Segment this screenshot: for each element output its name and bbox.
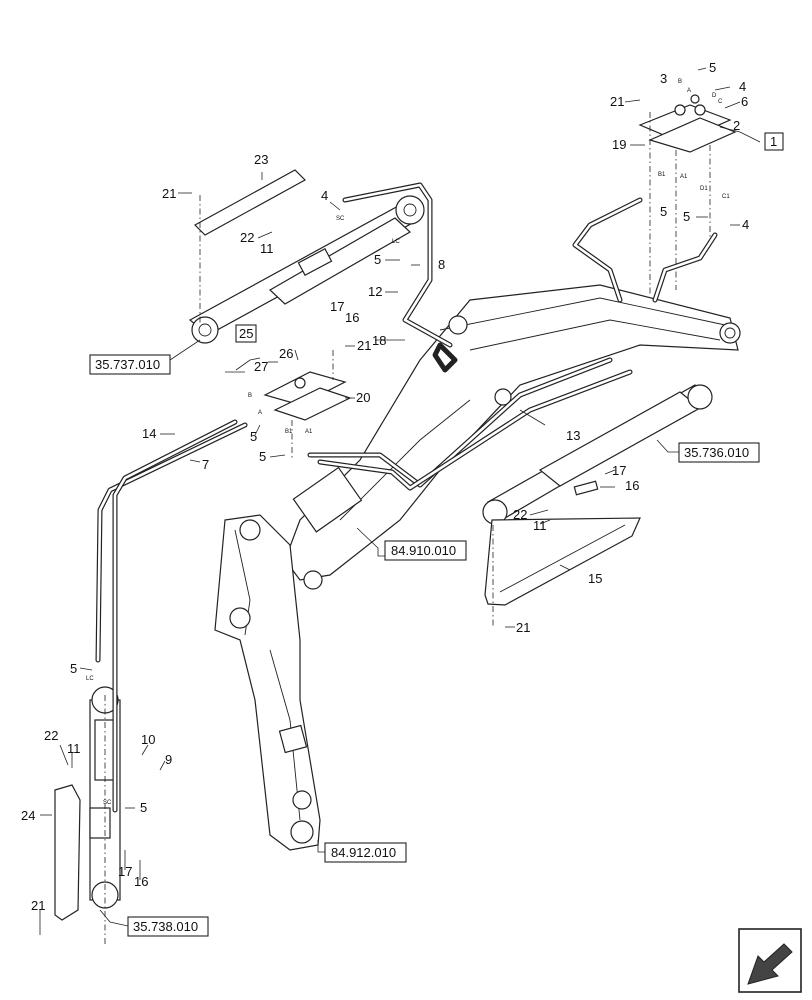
callout-1: 1 xyxy=(770,134,777,149)
port-mark-a-middle: A xyxy=(258,410,262,416)
callout-labels: 23 21 4 22 11 5 8 12 17 16 18 21 26 27 2… xyxy=(21,60,749,913)
bucket-cylinder-left xyxy=(54,686,121,945)
callout-11-a: 11 xyxy=(260,241,274,256)
callout-14: 14 xyxy=(142,426,156,441)
callout-2: 2 xyxy=(733,118,740,133)
callout-8: 8 xyxy=(438,257,445,272)
port-mark-c-upper: C xyxy=(718,99,723,105)
callout-21-e: 21 xyxy=(31,898,45,913)
reference-35-736-010: 35.736.010 xyxy=(684,445,749,460)
port-mark-b-upper: B xyxy=(678,79,682,85)
callout-21-b: 21 xyxy=(357,338,371,353)
port-mark-a1-upper: A1 xyxy=(680,174,688,180)
callout-5-f: 5 xyxy=(683,209,690,224)
callout-3: 3 xyxy=(660,71,667,86)
callout-4-a: 4 xyxy=(321,188,328,203)
port-mark-c1-upper: C1 xyxy=(722,194,730,200)
callout-11-c: 11 xyxy=(67,741,81,756)
port-mark-a-upper: A xyxy=(687,88,691,94)
port-mark-a1-middle: A1 xyxy=(305,429,313,435)
port-mark-b1-middle: B1 xyxy=(285,429,293,435)
callout-19: 19 xyxy=(612,137,626,152)
callout-13: 13 xyxy=(566,428,580,443)
callout-22-c: 22 xyxy=(44,728,58,743)
hydraulic-hoses xyxy=(95,182,718,813)
callout-26: 26 xyxy=(279,346,293,361)
port-mark-sc-lower: SC xyxy=(103,800,112,806)
callout-6: 6 xyxy=(741,94,748,109)
callout-16-a: 16 xyxy=(345,310,359,325)
callout-15: 15 xyxy=(588,571,602,586)
callout-5-b: 5 xyxy=(250,429,257,444)
callout-9: 9 xyxy=(165,752,172,767)
reference-84-910-010: 84.910.010 xyxy=(391,543,456,558)
callout-17-c: 17 xyxy=(118,864,132,879)
boom-cylinder-upper xyxy=(188,169,425,344)
callout-23: 23 xyxy=(254,152,268,167)
reference-84-912-010: 84.912.010 xyxy=(331,845,396,860)
leader-lines xyxy=(39,67,761,935)
callout-17-b: 17 xyxy=(612,463,626,478)
valve-block-middle xyxy=(263,350,352,458)
callout-22-a: 22 xyxy=(240,230,254,245)
callout-27: 27 xyxy=(254,359,268,374)
callout-12: 12 xyxy=(368,284,382,299)
callout-11-b: 11 xyxy=(533,518,547,533)
callout-22-b: 22 xyxy=(513,507,527,522)
callout-21-c: 21 xyxy=(610,94,624,109)
callout-5-c: 5 xyxy=(259,449,266,464)
callout-5-h: 5 xyxy=(140,800,147,815)
callout-16-c: 16 xyxy=(134,874,148,889)
callout-4-c: 4 xyxy=(742,217,749,232)
callout-21-a: 21 xyxy=(162,186,176,201)
callout-20: 20 xyxy=(356,390,370,405)
callout-5-g: 5 xyxy=(70,661,77,676)
callout-5-a: 5 xyxy=(374,252,381,267)
callout-4-b: 4 xyxy=(739,79,746,94)
boxed-callouts: 1 25 xyxy=(235,132,784,343)
callout-7: 7 xyxy=(202,457,209,472)
arrow-navigation-icon[interactable] xyxy=(738,928,802,993)
port-mark-sc-upper: SC xyxy=(336,216,345,222)
port-mark-lc-upper: LC xyxy=(392,239,400,245)
callout-17-a: 17 xyxy=(330,299,344,314)
valve-block-upper xyxy=(638,94,737,295)
port-mark-b-middle: B xyxy=(248,393,252,399)
port-marks: B A D C B1 A1 D1 C1 SC LC B A B1 A1 LC S… xyxy=(86,79,730,806)
reference-35-738-010: 35.738.010 xyxy=(133,919,198,934)
reference-boxes: 35.737.010 35.736.010 84.910.010 84.912.… xyxy=(89,354,760,937)
boom-cylinder-right xyxy=(482,384,713,628)
port-mark-d1-upper: D1 xyxy=(700,186,708,192)
callout-16-b: 16 xyxy=(625,478,639,493)
callout-24: 24 xyxy=(21,808,35,823)
callout-5-e: 5 xyxy=(660,204,667,219)
callout-21-d: 21 xyxy=(516,620,530,635)
callout-10: 10 xyxy=(141,732,155,747)
port-mark-lc-lower: LC xyxy=(86,676,94,682)
callout-25: 25 xyxy=(239,326,253,341)
port-mark-d-upper: D xyxy=(712,93,717,99)
reference-35-737-010: 35.737.010 xyxy=(95,357,160,372)
callout-5-d: 5 xyxy=(709,60,716,75)
port-mark-b1-upper: B1 xyxy=(658,172,666,178)
callout-18: 18 xyxy=(372,333,386,348)
boom-assembly xyxy=(284,284,741,590)
